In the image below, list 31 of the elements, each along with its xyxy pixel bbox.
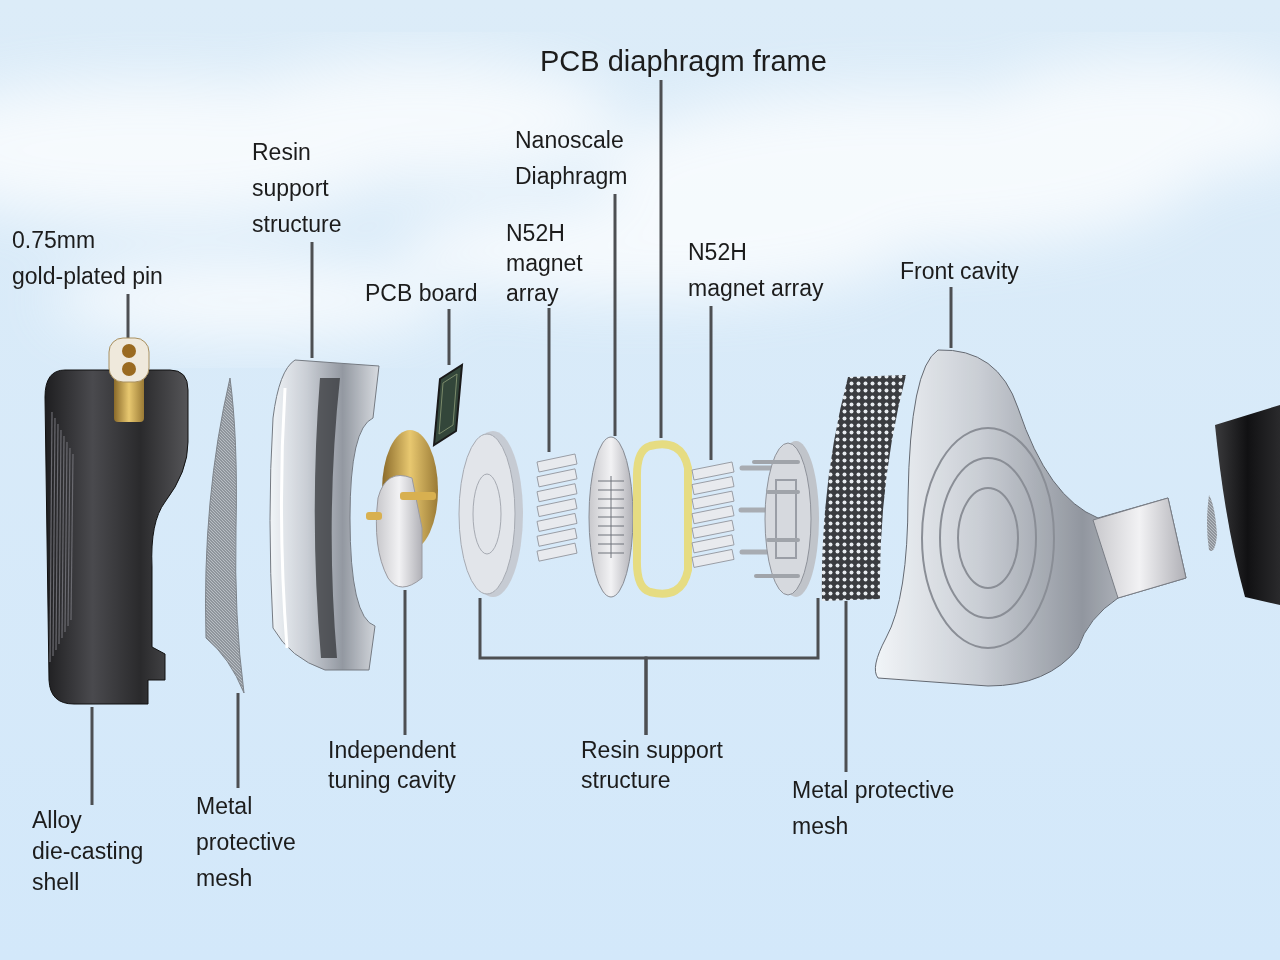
resin-disk-drawing	[455, 430, 523, 598]
leader-line	[613, 194, 617, 436]
leader-line	[403, 590, 407, 735]
leader-line	[709, 306, 713, 460]
part-label: PCB board	[365, 278, 478, 309]
leader-line	[547, 308, 551, 452]
leader-line	[447, 309, 451, 365]
part-label: Metal protective mesh	[196, 788, 296, 896]
resin-disk-drawing	[738, 440, 820, 598]
part-label: Nanoscale Diaphragm	[515, 122, 628, 194]
leader-line	[844, 601, 848, 772]
part-label: Resin support structure	[252, 134, 342, 242]
part-label: PCB diaphragm frame	[540, 42, 827, 80]
part-label: Resin support structure	[581, 735, 723, 795]
part-label: Alloy die-casting shell	[32, 805, 144, 898]
leader-line	[949, 287, 953, 348]
leader-line	[310, 242, 314, 358]
part-label: N52H magnet array	[506, 218, 583, 308]
leader-line	[236, 693, 240, 788]
part-label: Independent tuning cavity	[328, 735, 456, 795]
mesh-drawing	[820, 373, 908, 601]
diaphragm-drawing	[588, 436, 634, 598]
leader-line	[659, 80, 663, 438]
frame-drawing	[632, 438, 692, 600]
part-label: Metal protective mesh	[792, 772, 955, 844]
leader-line	[126, 294, 130, 338]
circuit-board-drawing	[430, 365, 464, 447]
leader-line	[90, 707, 94, 805]
part-label: 0.75mm gold-plated pin	[12, 222, 163, 294]
part-label: Front cavity	[900, 256, 1019, 287]
part-label: N52H magnet array	[688, 234, 824, 306]
